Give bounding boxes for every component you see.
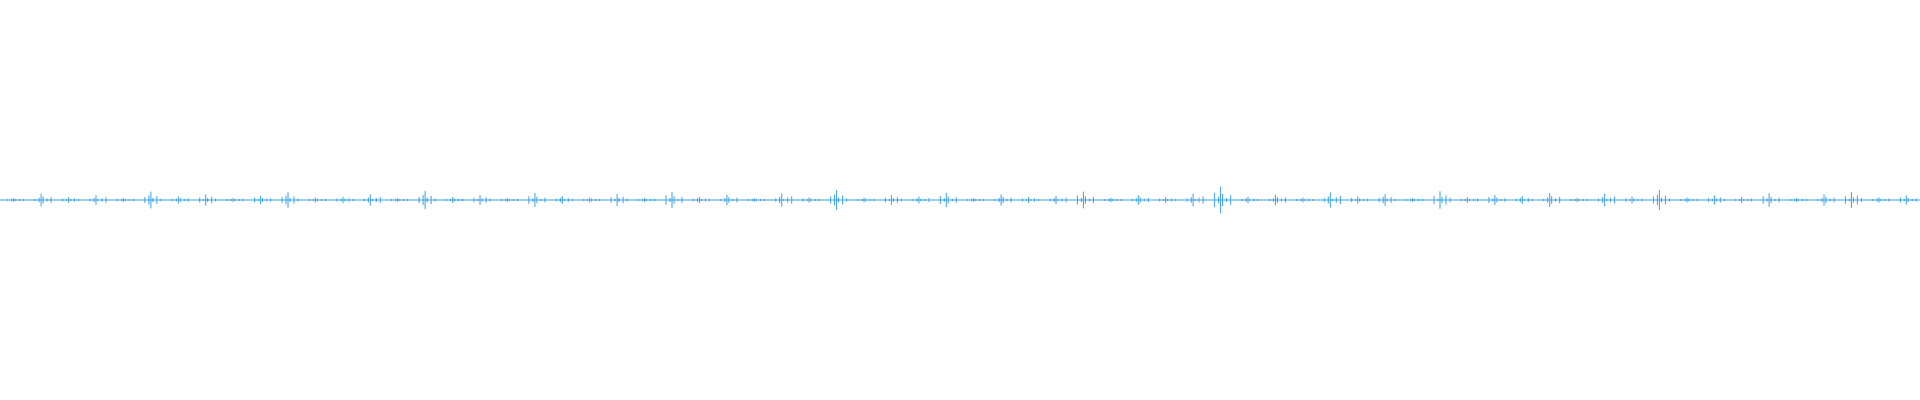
waveform-spikes [7, 186, 1917, 214]
